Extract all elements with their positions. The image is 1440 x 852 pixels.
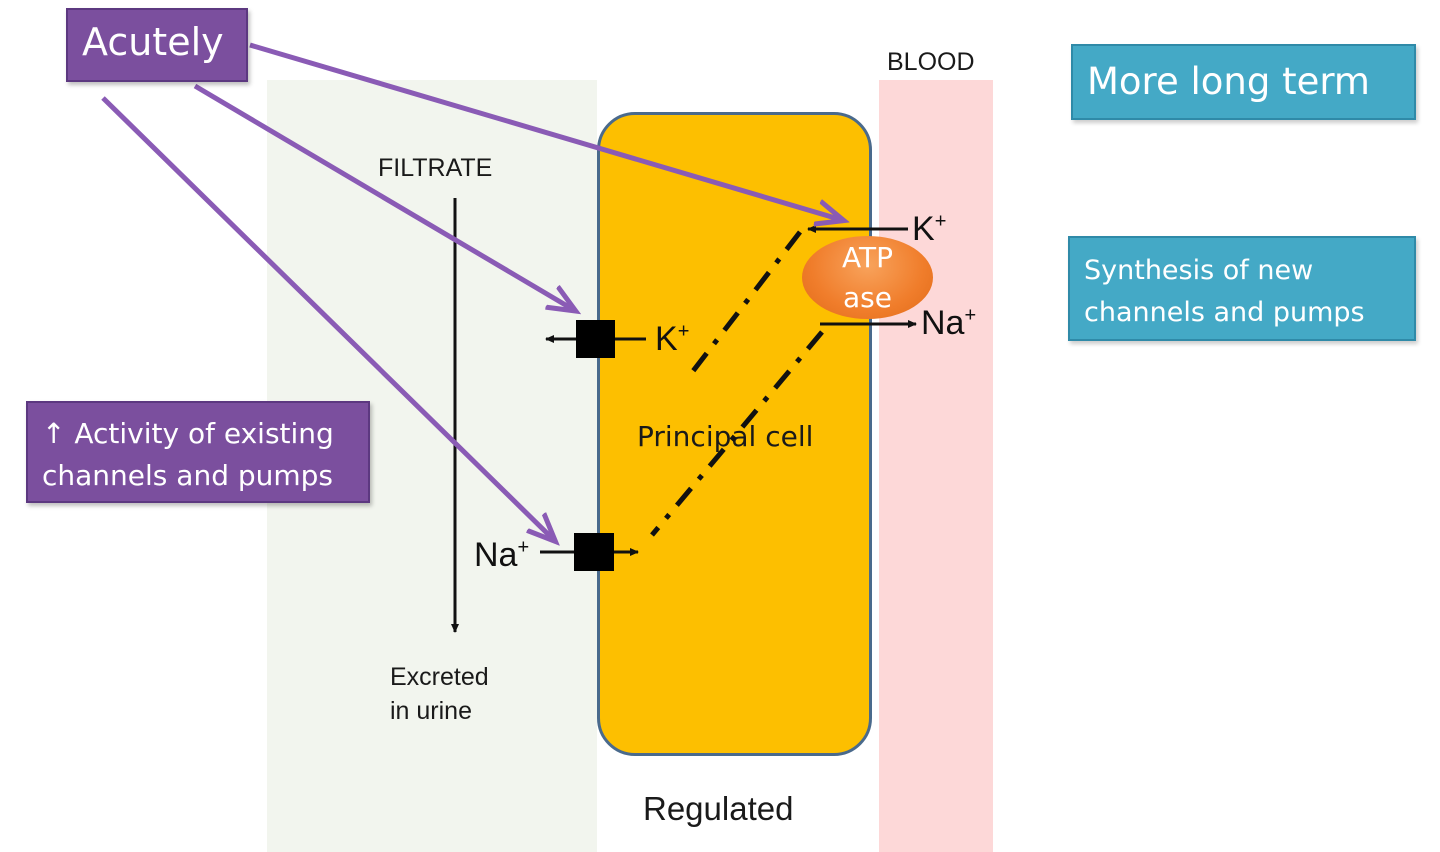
- na-symbol: Na: [474, 536, 518, 574]
- k-symbol: K: [655, 320, 678, 358]
- synthesis-box-line1: Synthesis of new: [1084, 255, 1314, 286]
- charge-sign: +: [934, 210, 947, 233]
- charge-sign: +: [677, 320, 690, 343]
- acutely-to-na-channel-arrow: [101, 96, 554, 540]
- na-symbol: Na: [921, 304, 965, 342]
- excreted-label: Excreted in urine: [390, 660, 489, 728]
- apical-k-label: K+: [655, 320, 689, 359]
- apical-k-channel: [576, 320, 615, 358]
- acutely-box: Acutely: [66, 8, 248, 82]
- principal-cell-label: Principal cell: [637, 420, 814, 453]
- charge-sign: +: [517, 536, 530, 559]
- na-intracellular-path: [650, 330, 824, 537]
- blood-na-label: Na+: [921, 304, 976, 343]
- excreted-label-line1: Excreted: [390, 663, 489, 691]
- activity-box-line1: ↑ Activity of existing: [42, 417, 334, 450]
- acutely-to-atpase-arrow: [249, 42, 842, 220]
- atpase-pump: ATP ase: [802, 236, 933, 319]
- k-symbol: K: [912, 210, 935, 248]
- blood-zone: [879, 80, 993, 852]
- acutely-to-k-channel-arrow: [193, 83, 574, 310]
- blood-label: BLOOD: [887, 48, 975, 76]
- long-term-box: More long term: [1071, 44, 1416, 120]
- charge-sign: +: [964, 304, 977, 327]
- atpase-label-line2: ase: [843, 280, 892, 314]
- apical-na-label: Na+: [474, 536, 529, 575]
- activity-box-line2: channels and pumps: [42, 459, 334, 492]
- synthesis-box: Synthesis of new channels and pumps: [1068, 236, 1416, 341]
- blood-k-label: K+: [912, 210, 946, 249]
- k-intracellular-path: [688, 230, 802, 377]
- atpase-label-line1: ATP: [842, 240, 893, 274]
- filtrate-label: FILTRATE: [378, 154, 493, 182]
- apical-na-channel: [574, 533, 614, 571]
- synthesis-box-line2: channels and pumps: [1084, 297, 1365, 328]
- regulated-label: Regulated: [643, 790, 794, 827]
- excreted-label-line2: in urine: [390, 697, 472, 725]
- activity-box: ↑ Activity of existing channels and pump…: [26, 401, 370, 503]
